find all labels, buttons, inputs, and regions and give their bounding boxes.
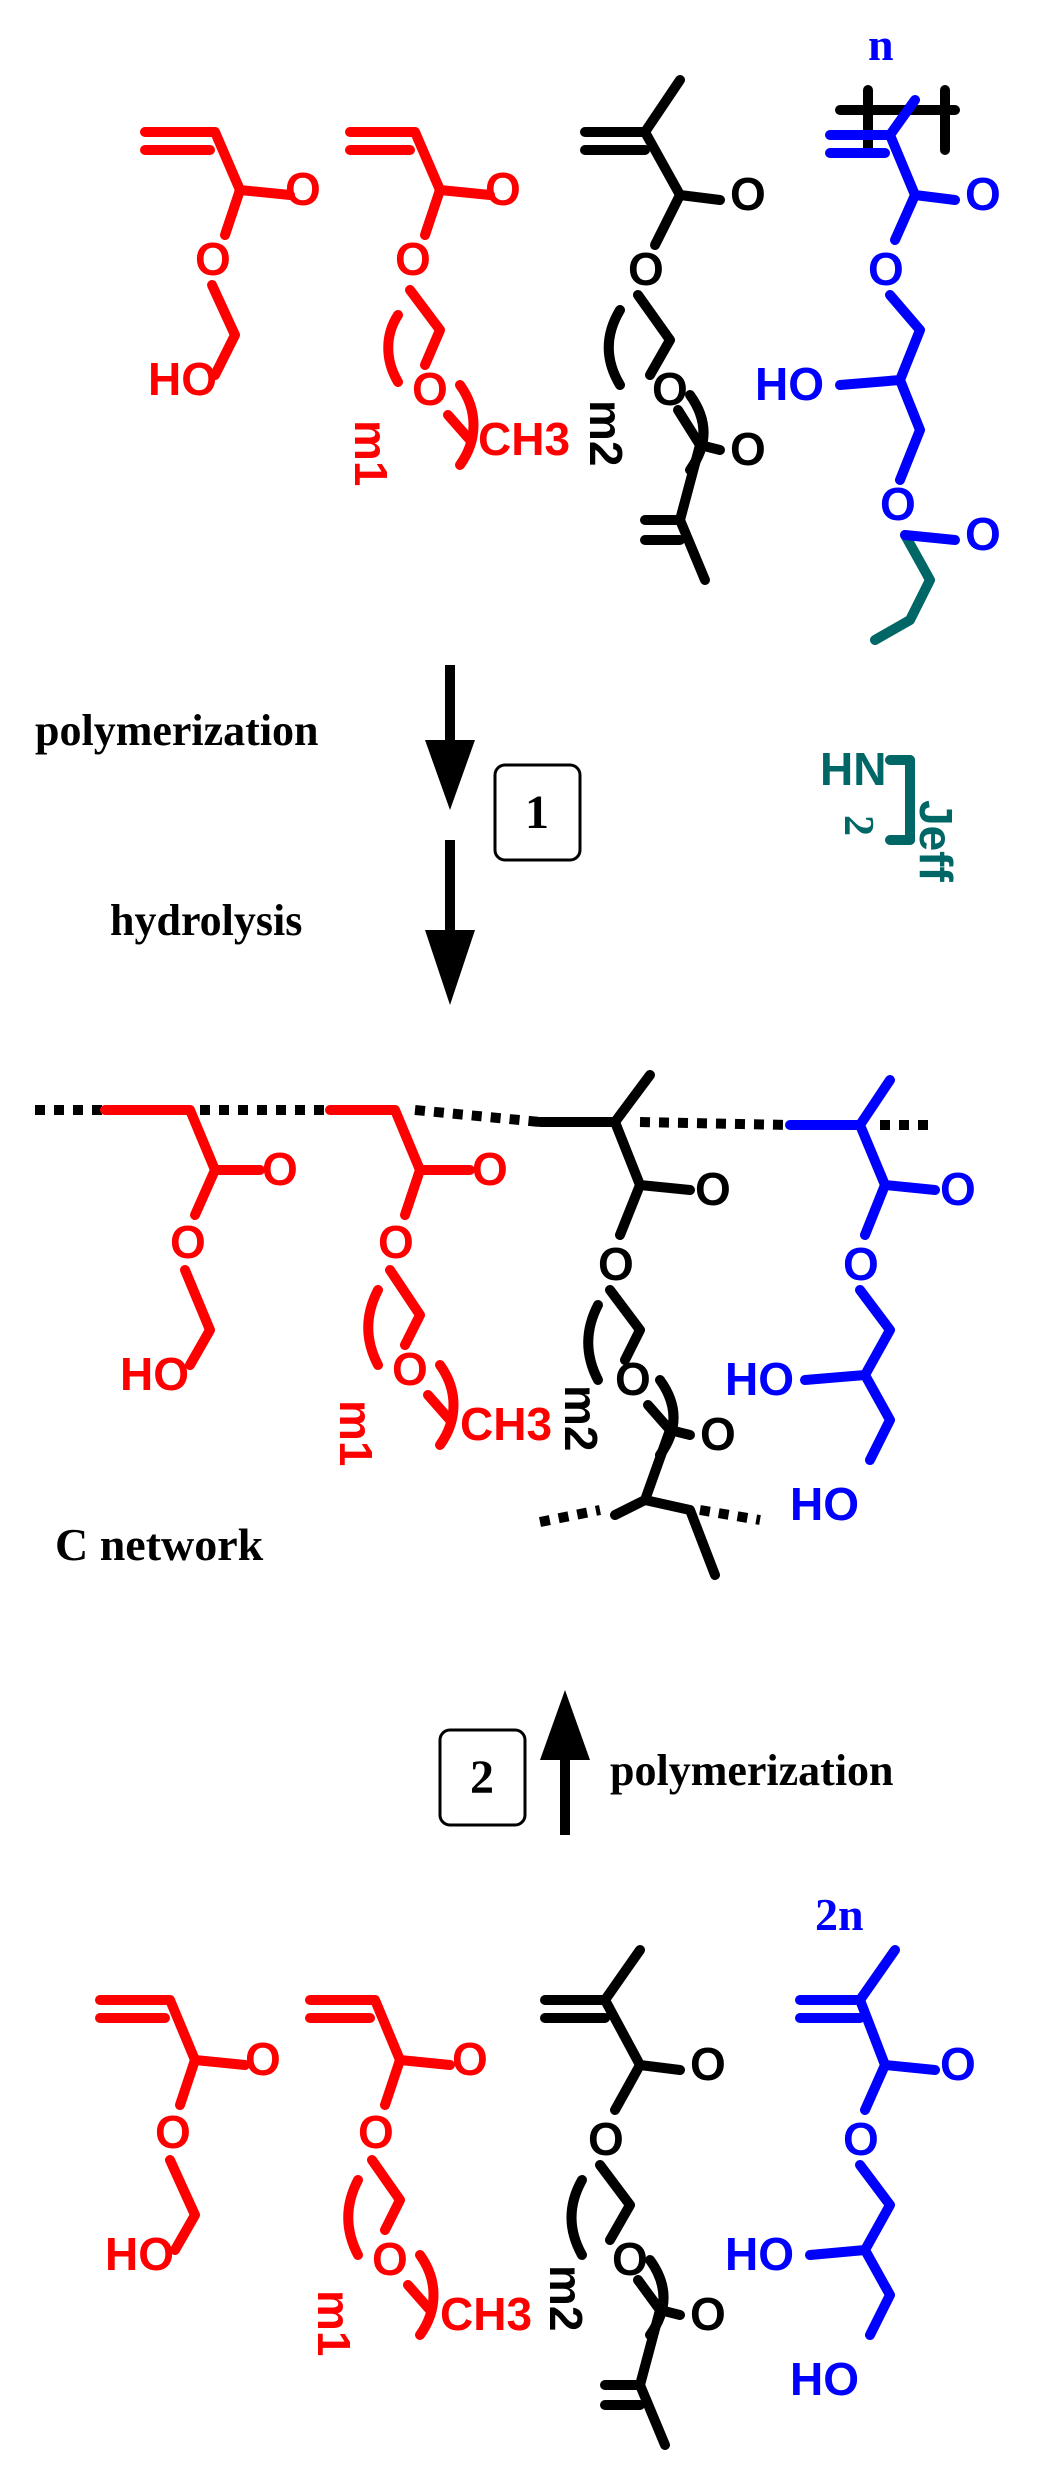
dimethacrylate-monomer-top: O O O O m2: [580, 75, 766, 585]
atom-o: O: [372, 2233, 408, 2285]
arrow-down-icon: [425, 740, 475, 810]
atom-o: O: [155, 2106, 191, 2158]
step2-box: [438, 1728, 527, 1827]
atom-o: O: [940, 2038, 976, 2090]
atom-o: O: [378, 1216, 414, 1268]
pegma-monomer-top: O O O CH3 m1: [345, 127, 570, 486]
atom-o: O: [940, 1163, 976, 1215]
atom-o: O: [965, 168, 1001, 220]
atom-ho: HO: [120, 1348, 189, 1400]
c-network: O O HO O O O CH3 m1 O O O O m2: [35, 1070, 976, 1580]
subscript-m2: m2: [555, 1385, 607, 1451]
atom-o: O: [843, 2113, 879, 2165]
atom-o: O: [652, 363, 688, 415]
atom-o: O: [690, 2038, 726, 2090]
atom-o: O: [598, 1238, 634, 1290]
step2-arrow: 2 polymerization: [438, 1690, 894, 1835]
atom-o: O: [615, 1353, 651, 1405]
atom-o: O: [412, 363, 448, 415]
atom-ho: HO: [148, 353, 217, 405]
atom-o: O: [452, 2033, 488, 2085]
atom-o: O: [262, 1143, 298, 1195]
atom-ch3: CH3: [440, 2288, 532, 2340]
arrow-up-icon: [540, 1690, 590, 1760]
dimethacrylate-monomer-bottom: O O O O m2: [540, 1945, 726, 2450]
c-network-label: C network: [55, 1519, 264, 1570]
subscript-m2: m2: [540, 2265, 592, 2331]
arrow-down-icon: [425, 930, 475, 1005]
atom-o: O: [485, 163, 521, 215]
subscript-2: 2: [835, 815, 881, 836]
atom-o: O: [612, 2233, 648, 2285]
subscript-2n: 2n: [815, 1889, 864, 1940]
atom-o: O: [695, 1163, 731, 1215]
atom-o: O: [358, 2106, 394, 2158]
atom-ho: HO: [105, 2228, 174, 2280]
atom-o: O: [170, 1216, 206, 1268]
step1-box: [493, 763, 582, 862]
atom-ch3: CH3: [460, 1398, 552, 1450]
atom-o: O: [245, 2033, 281, 2085]
atom-o: O: [730, 168, 766, 220]
atom-o: O: [868, 243, 904, 295]
step1-number: 1: [525, 786, 549, 839]
atom-ho: HO: [790, 1478, 859, 1530]
atom-hn: HN: [820, 743, 886, 795]
atom-ho: HO: [725, 1353, 794, 1405]
hea-monomer-top: O O HO: [140, 127, 321, 405]
polymerization-label: polymerization: [610, 1746, 894, 1795]
atom-o: O: [392, 1343, 428, 1395]
subscript-n: n: [868, 19, 894, 70]
atom-o: O: [395, 233, 431, 285]
atom-o: O: [965, 508, 1001, 560]
glycerol-monomer-top: n O O HO O O HN 2 Jeff: [755, 19, 1001, 882]
subscript-m1: m1: [330, 1400, 382, 1466]
subscript-m1: m1: [345, 420, 397, 486]
atom-o: O: [880, 478, 916, 530]
hea-monomer-bottom: O O HO: [95, 1995, 281, 2280]
atom-o: O: [843, 1238, 879, 1290]
atom-o: O: [700, 1408, 736, 1460]
jeffamine-label: Jeff: [910, 800, 962, 882]
atom-ho: HO: [790, 2353, 859, 2405]
polymerization-label: polymerization: [35, 706, 319, 755]
atom-ch3: CH3: [478, 413, 570, 465]
atom-ho: HO: [755, 358, 824, 410]
pegma-monomer-bottom: O O O CH3 m1: [305, 1995, 532, 2356]
subscript-m1: m1: [308, 2290, 360, 2356]
subscript-m2: m2: [580, 400, 632, 466]
atom-o: O: [588, 2113, 624, 2165]
atom-o: O: [472, 1143, 508, 1195]
atom-o: O: [628, 243, 664, 295]
step1-arrows: polymerization hydrolysis 1: [35, 665, 582, 1005]
atom-o: O: [730, 423, 766, 475]
atom-o: O: [195, 233, 231, 285]
step2-number: 2: [470, 1751, 494, 1804]
hydrolysis-label: hydrolysis: [110, 896, 302, 945]
atom-o: O: [285, 163, 321, 215]
atom-ho: HO: [725, 2228, 794, 2280]
atom-o: O: [690, 2288, 726, 2340]
glycerol-monomer-bottom: 2n O O HO HO: [725, 1889, 976, 2405]
